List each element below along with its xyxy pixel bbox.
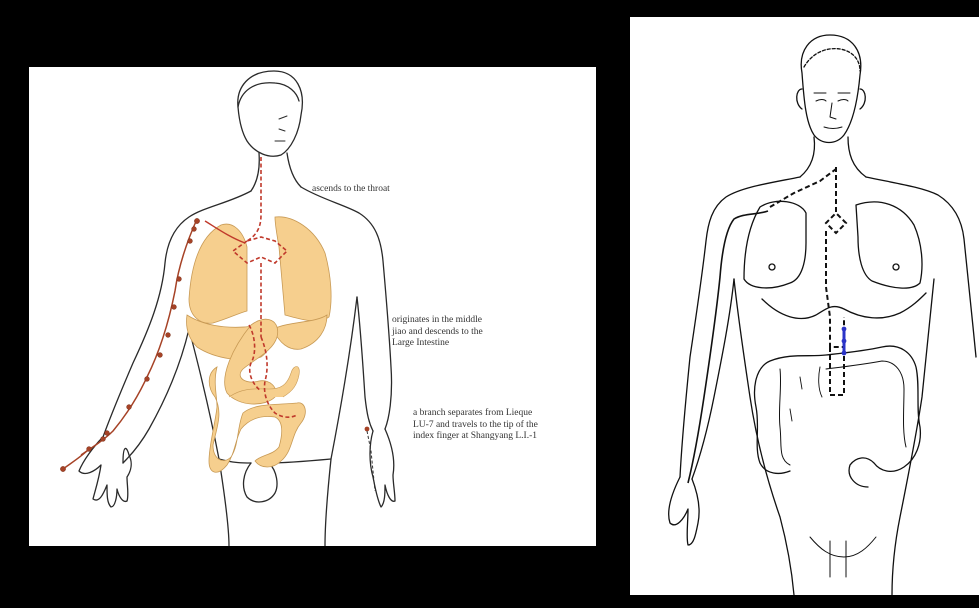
acupoint xyxy=(145,377,150,382)
right-fig-highlight xyxy=(842,327,847,356)
left-lung xyxy=(189,224,247,323)
right-fig-channel xyxy=(770,167,846,395)
left-illustration-panel: ascends to the throat originates in the … xyxy=(29,67,596,546)
acupoint xyxy=(158,353,163,358)
right-illustration-panel xyxy=(630,17,979,595)
lung-channel-arm xyxy=(60,218,199,471)
right-hand-outline xyxy=(370,429,395,507)
acupoint xyxy=(194,218,199,223)
right-fig-hand xyxy=(669,477,699,545)
left-head-outline xyxy=(238,71,303,156)
acupoint xyxy=(166,333,171,338)
annotation-throat: ascends to the throat xyxy=(312,184,390,196)
acupoint xyxy=(177,277,182,282)
left-hair xyxy=(238,83,299,107)
right-lung xyxy=(275,217,331,321)
right-fig-arm-channel xyxy=(688,211,768,483)
right-head-outline xyxy=(801,35,861,143)
acupoint xyxy=(172,305,177,310)
annotation-branch: a branch separates from Lieque LU-7 and … xyxy=(413,408,548,443)
annotation-middle-jiao: originates in the middle jiao and descen… xyxy=(392,315,522,350)
acupoint xyxy=(192,227,197,232)
acupoint xyxy=(105,431,110,436)
acupoint xyxy=(101,437,106,442)
acupoint xyxy=(127,405,132,410)
right-body-diagram xyxy=(630,17,979,595)
left-body-diagram xyxy=(29,67,596,546)
acupoint xyxy=(188,239,193,244)
